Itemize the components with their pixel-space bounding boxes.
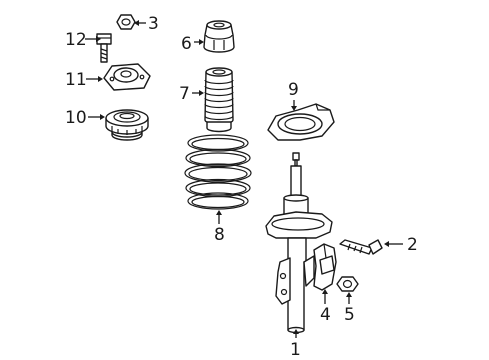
part-3-nut <box>116 14 136 30</box>
part-6-bump-stop <box>203 20 235 53</box>
svg-text:2: 2 <box>407 235 418 255</box>
svg-text:10: 10 <box>65 108 87 128</box>
callout-4: 4 <box>320 289 331 325</box>
callout-3: 3 <box>134 14 159 34</box>
callout-8: 8 <box>214 210 225 245</box>
part-5-nut <box>336 276 359 292</box>
part-10-bearing <box>105 109 149 141</box>
part-7-dust-boot <box>204 67 234 133</box>
callout-1: 1 <box>290 329 301 360</box>
svg-text:1: 1 <box>290 340 301 360</box>
part-4-bracket <box>313 243 337 291</box>
part-8-coil-spring <box>184 134 252 210</box>
callout-10: 10 <box>65 108 105 128</box>
callout-12: 12 <box>65 30 101 50</box>
part-12-bolt <box>96 33 112 63</box>
callout-7: 7 <box>179 84 204 104</box>
part-11-upper-mount <box>103 63 151 91</box>
svg-text:6: 6 <box>181 34 192 54</box>
svg-text:7: 7 <box>179 84 190 104</box>
callout-5: 5 <box>344 292 355 325</box>
callout-6: 6 <box>181 34 204 54</box>
svg-text:12: 12 <box>65 30 87 50</box>
svg-text:3: 3 <box>148 14 159 34</box>
callout-2: 2 <box>384 235 418 255</box>
svg-text:11: 11 <box>65 70 87 90</box>
part-2-bolt <box>339 239 383 255</box>
svg-text:9: 9 <box>288 80 299 100</box>
svg-text:8: 8 <box>214 225 225 245</box>
callout-11: 11 <box>65 70 103 90</box>
svg-text:4: 4 <box>320 305 331 325</box>
svg-text:5: 5 <box>344 305 355 325</box>
callout-9: 9 <box>288 80 299 111</box>
part-1-strut-assembly <box>265 152 333 334</box>
part-9-spring-seat <box>267 103 335 141</box>
